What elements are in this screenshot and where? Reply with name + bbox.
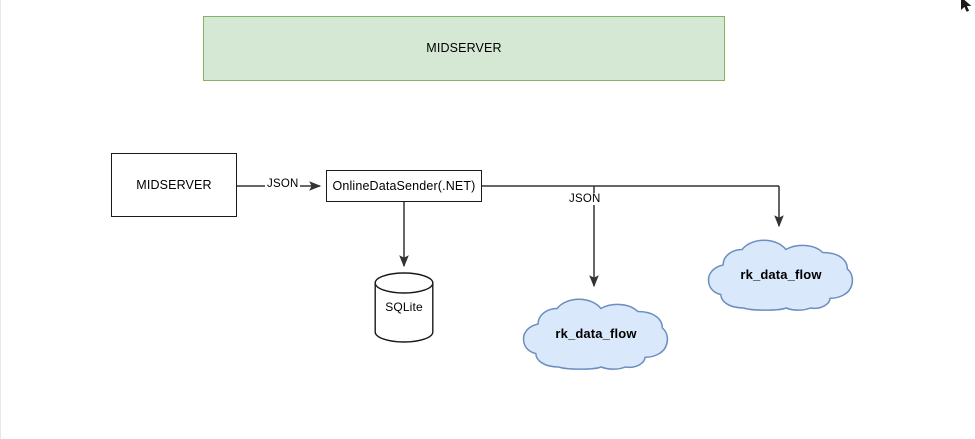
node-sqlite[interactable]: SQLite [374, 272, 434, 343]
midserver-banner[interactable]: MIDSERVER [203, 16, 725, 81]
cloud-shape [707, 239, 854, 311]
edge-label-json-sender-to-cloud: JSON [567, 193, 603, 205]
node-midserver-label: MIDSERVER [136, 177, 212, 192]
node-onlinedatasender[interactable]: OnlineDataSender(.NET) [326, 170, 482, 202]
node-midserver[interactable]: MIDSERVER [111, 153, 237, 217]
node-cloud-rk-data-flow-upper[interactable]: rk_data_flow [707, 238, 855, 312]
midserver-banner-label: MIDSERVER [426, 41, 502, 55]
cursor-icon [961, 0, 972, 12]
cloud-shape [522, 298, 669, 370]
cylinder-shape [374, 272, 434, 343]
edge-label-json-midserver-to-sender: JSON [265, 178, 301, 190]
node-cloud-rk-data-flow-lower[interactable]: rk_data_flow [522, 297, 670, 371]
node-onlinedatasender-label: OnlineDataSender(.NET) [332, 178, 476, 193]
